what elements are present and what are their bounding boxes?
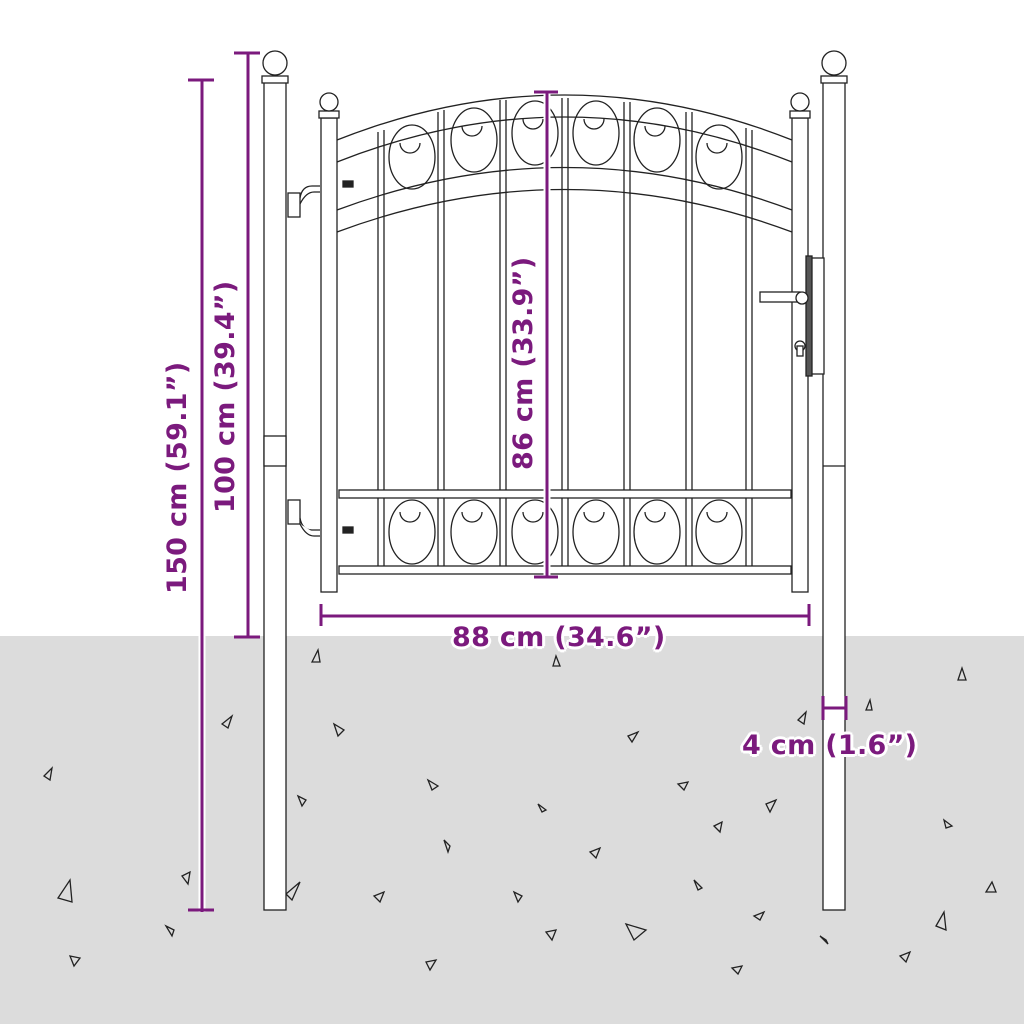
label-gate-width: 88 cm (34.6”) xyxy=(452,622,666,653)
gate-left-stile xyxy=(318,92,340,593)
bottom-scroll-ornaments xyxy=(388,499,743,565)
label-total-height: 150 cm (59.1”) xyxy=(162,361,193,594)
top-hinge xyxy=(287,180,354,218)
lock-box xyxy=(805,255,825,377)
keyhole xyxy=(794,340,806,357)
ground-gravel xyxy=(0,636,1024,1024)
vertical-bars xyxy=(377,98,753,490)
bottom-bars xyxy=(377,498,753,566)
lever-handle xyxy=(759,291,809,305)
arched-top-rails xyxy=(336,94,793,233)
right-post xyxy=(820,50,848,911)
top-scroll-ornaments xyxy=(388,100,743,190)
label-gate-height: 86 cm (33.9”) xyxy=(508,256,539,470)
label-post-width: 4 cm (1.6”) xyxy=(742,730,918,761)
left-post xyxy=(261,50,289,911)
label-above-ground-height: 100 cm (39.4”) xyxy=(210,280,241,513)
dimension-lines xyxy=(188,51,848,912)
gravel-stones xyxy=(42,647,997,976)
bottom-rail xyxy=(338,489,792,575)
bottom-hinge xyxy=(287,499,354,537)
